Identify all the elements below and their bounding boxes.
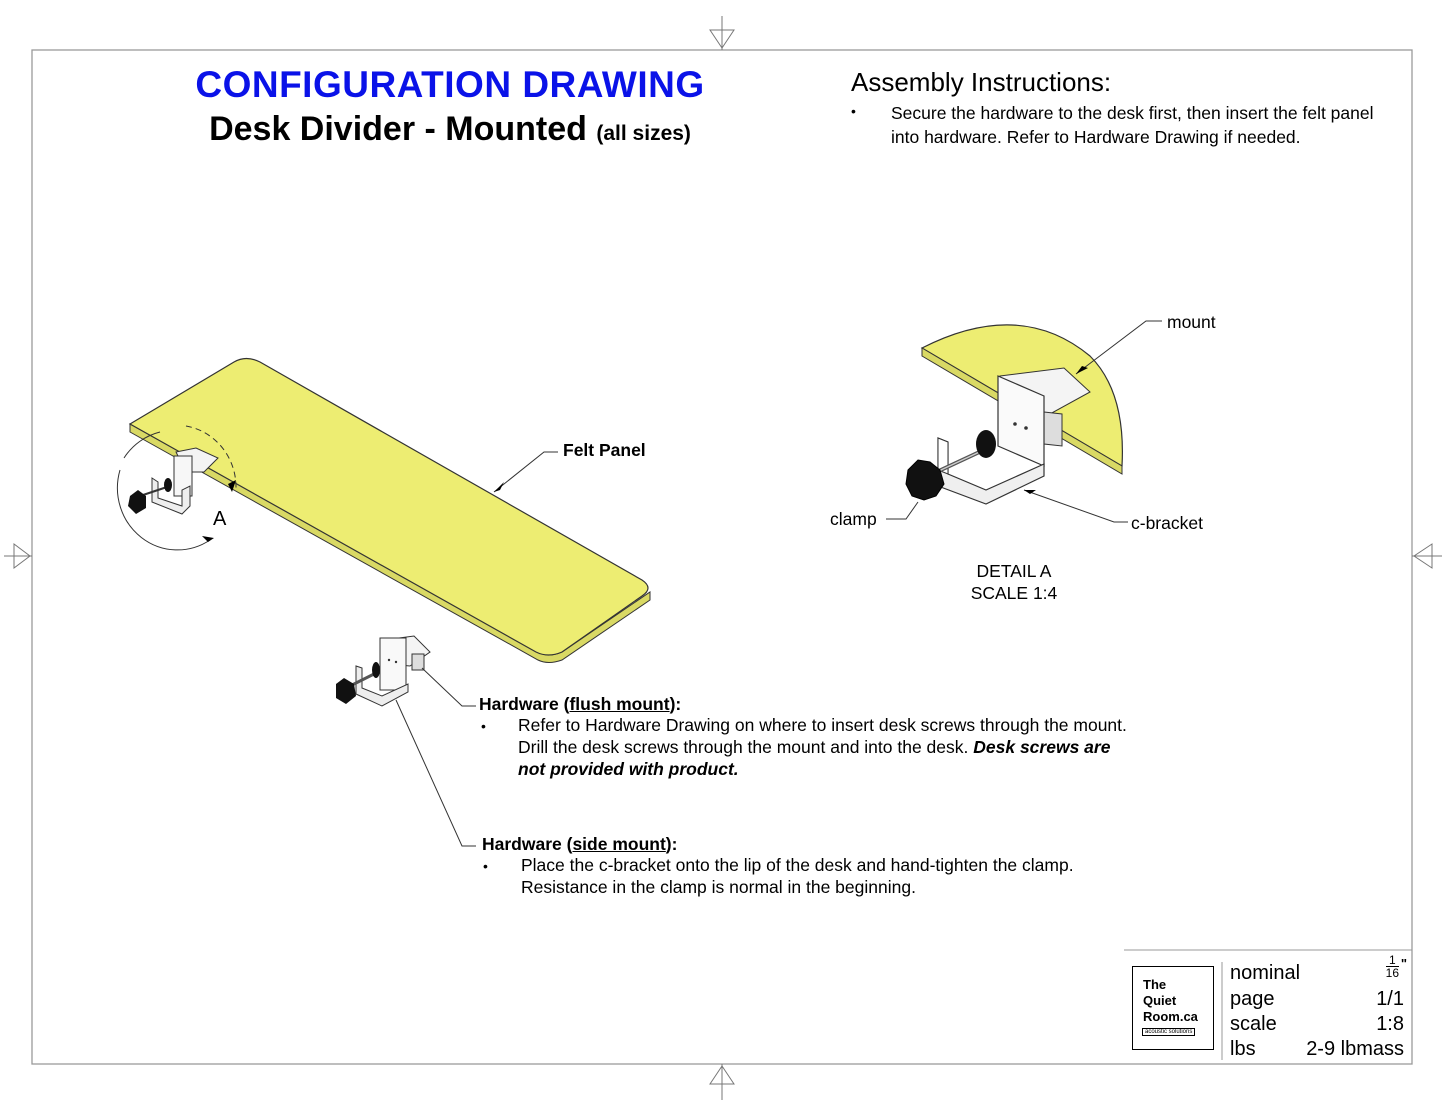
detail-marker-label: A — [213, 508, 227, 530]
drawing-subtitle: Desk Divider - Mounted (all sizes) — [130, 110, 770, 149]
assembly-text: Secure the hardware to the desk first, t… — [891, 103, 1374, 147]
detail-caption-line2: SCALE 1:4 — [970, 583, 1058, 603]
clamp-label: clamp — [830, 509, 877, 529]
scale-value: 1:8 — [1376, 1013, 1404, 1035]
flush-mount-leader — [421, 667, 476, 707]
side-line1: Place the c-bracket onto the lip of the … — [521, 855, 1074, 875]
flush-line3: not provided with product. — [518, 759, 739, 779]
nominal-fraction: 1 16 — [1385, 953, 1399, 980]
felt-panel-leader — [493, 451, 558, 493]
c-bracket-label: c-bracket — [1131, 513, 1203, 533]
felt-panel-label: Felt Panel — [563, 440, 646, 460]
detail-circle — [185, 425, 237, 489]
assembly-heading: Assembly Instructions: — [851, 67, 1112, 97]
side-heading-prefix: Hardware ( — [482, 834, 573, 854]
nominal-unit: " — [1400, 956, 1407, 971]
panel-hardware-icon — [128, 447, 219, 515]
clamp-leader — [886, 501, 919, 520]
page-label: page — [1230, 988, 1275, 1010]
flush-mount-text: Refer to Hardware Drawing on where to in… — [518, 714, 1127, 780]
subtitle-text: Desk Divider - Mounted — [209, 110, 587, 148]
detail-a-view — [905, 324, 1123, 505]
page-value: 1/1 — [1376, 988, 1404, 1010]
logo-line2: Quiet — [1143, 993, 1177, 1008]
weight-value: 2-9 lbmass — [1306, 1038, 1404, 1060]
washer — [976, 430, 996, 458]
center-marks — [4, 16, 1442, 1100]
flush-line2: Drill the desk screws through the mount … — [518, 736, 1127, 758]
side-mount-leader — [395, 699, 476, 847]
scale-label: scale — [1230, 1013, 1277, 1035]
side-heading-suffix: ): — [665, 834, 678, 854]
flush-line2-text: Drill the desk screws through the mount … — [518, 737, 974, 757]
side-mount-text: Place the c-bracket onto the lip of the … — [521, 854, 1074, 898]
mount-label: mount — [1167, 312, 1216, 332]
logo-line3: Room.ca — [1143, 1009, 1198, 1024]
assembly-bullet: • — [851, 103, 856, 119]
felt-panel-face — [128, 357, 649, 656]
side-mount-heading: Hardware (side mount): — [482, 834, 677, 855]
flush-mount-heading: Hardware (flush mount): — [479, 694, 681, 715]
flush-line2-emph: Desk screws are — [973, 737, 1111, 757]
c-bracket-leader — [1023, 489, 1128, 523]
nominal-numerator: 1 — [1388, 953, 1396, 967]
side-bullet: • — [483, 858, 488, 874]
side-line2: Resistance in the clamp is normal in the… — [521, 877, 916, 897]
detail-caption: DETAIL A SCALE 1:4 — [944, 560, 1084, 604]
mount-leader — [1075, 320, 1162, 375]
nominal-label: nominal — [1230, 962, 1301, 984]
weight-label: lbs — [1230, 1038, 1256, 1060]
flush-line1: Refer to Hardware Drawing on where to in… — [518, 715, 1127, 735]
clamp-knob — [905, 459, 945, 501]
flush-heading-underlined: flush mount — [569, 694, 670, 714]
flush-heading-prefix: Hardware ( — [479, 694, 570, 714]
company-logo: The Quiet Room.ca acoustic solutions — [1132, 966, 1214, 1050]
flush-heading-suffix: ): — [669, 694, 682, 714]
drawing-title: CONFIGURATION DRAWING — [195, 64, 705, 105]
side-heading-underlined: side mount — [572, 834, 666, 854]
flush-bullet: • — [481, 718, 486, 734]
felt-panel-drawing — [116, 357, 651, 663]
sheet-border — [31, 49, 1413, 1065]
hardware-drawing — [336, 635, 431, 707]
logo-tagline: acoustic solutions — [1142, 1028, 1196, 1036]
logo-line1: The — [1143, 977, 1167, 992]
detail-caption-line1: DETAIL A — [976, 561, 1052, 581]
subtitle-note: (all sizes) — [596, 122, 691, 145]
nominal-denominator: 16 — [1385, 966, 1399, 980]
